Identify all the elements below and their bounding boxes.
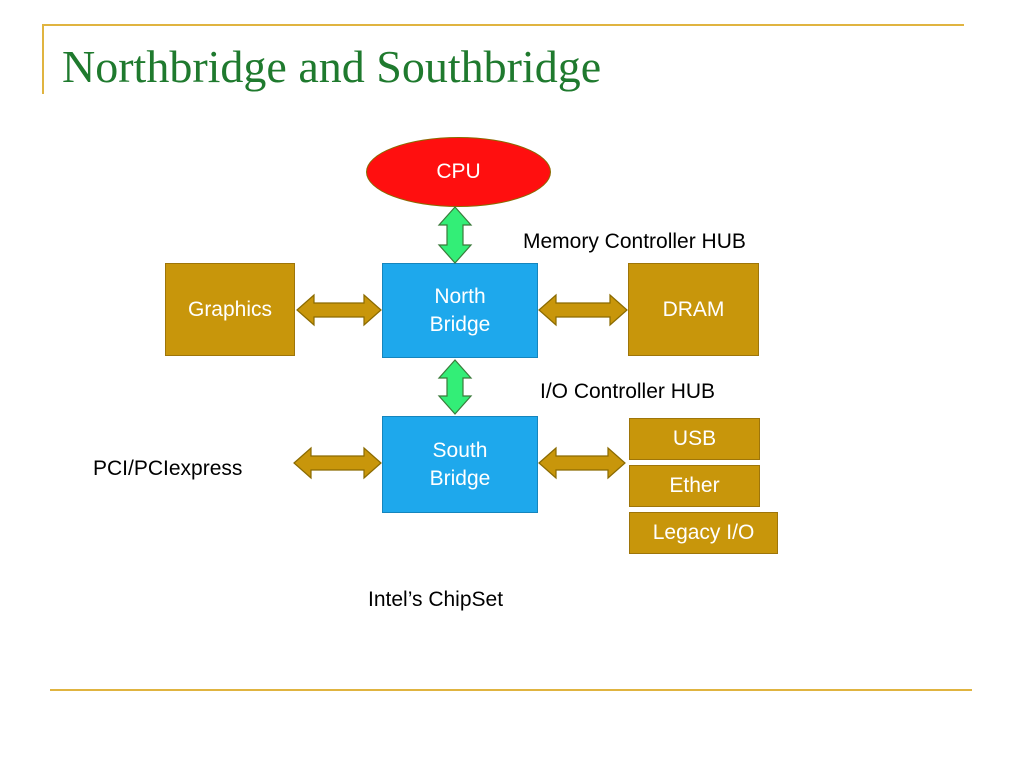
frame-top-rule <box>42 24 964 26</box>
ether-label: Ether <box>669 474 720 498</box>
southbridge-peripherals-arrow <box>538 446 626 480</box>
northbridge-dram-arrow <box>538 293 628 327</box>
cpu-node: CPU <box>366 137 551 207</box>
north-bridge-label: North Bridge <box>429 285 491 336</box>
legacy-io-node: Legacy I/O <box>629 512 778 554</box>
cpu-label: CPU <box>436 160 481 183</box>
ether-node: Ether <box>629 465 760 507</box>
memory-controller-hub-label: Memory Controller HUB <box>523 230 746 253</box>
frame-bottom-rule <box>50 689 972 691</box>
graphics-label: Graphics <box>187 297 273 321</box>
slide-title: Northbridge and Southbridge <box>62 41 602 92</box>
pci-express-label: PCI/PCIexpress <box>93 457 243 480</box>
frame-left-rule <box>42 24 44 94</box>
pci-southbridge-arrow <box>293 446 382 480</box>
cpu-northbridge-arrow <box>437 206 473 264</box>
south-bridge-label: South Bridge <box>429 439 491 490</box>
chipset-label: Intel’s ChipSet <box>368 588 504 611</box>
graphics-node: Graphics <box>165 263 295 356</box>
usb-label: USB <box>672 427 717 451</box>
legacy-io-label: Legacy I/O <box>652 521 755 545</box>
south-bridge-node: South Bridge <box>382 416 538 513</box>
dram-node: DRAM <box>628 263 759 356</box>
io-controller-hub-label: I/O Controller HUB <box>540 380 716 403</box>
graphics-northbridge-arrow <box>296 293 382 327</box>
northbridge-southbridge-arrow <box>437 359 473 415</box>
north-bridge-node: North Bridge <box>382 263 538 358</box>
dram-label: DRAM <box>662 297 725 321</box>
usb-node: USB <box>629 418 760 460</box>
